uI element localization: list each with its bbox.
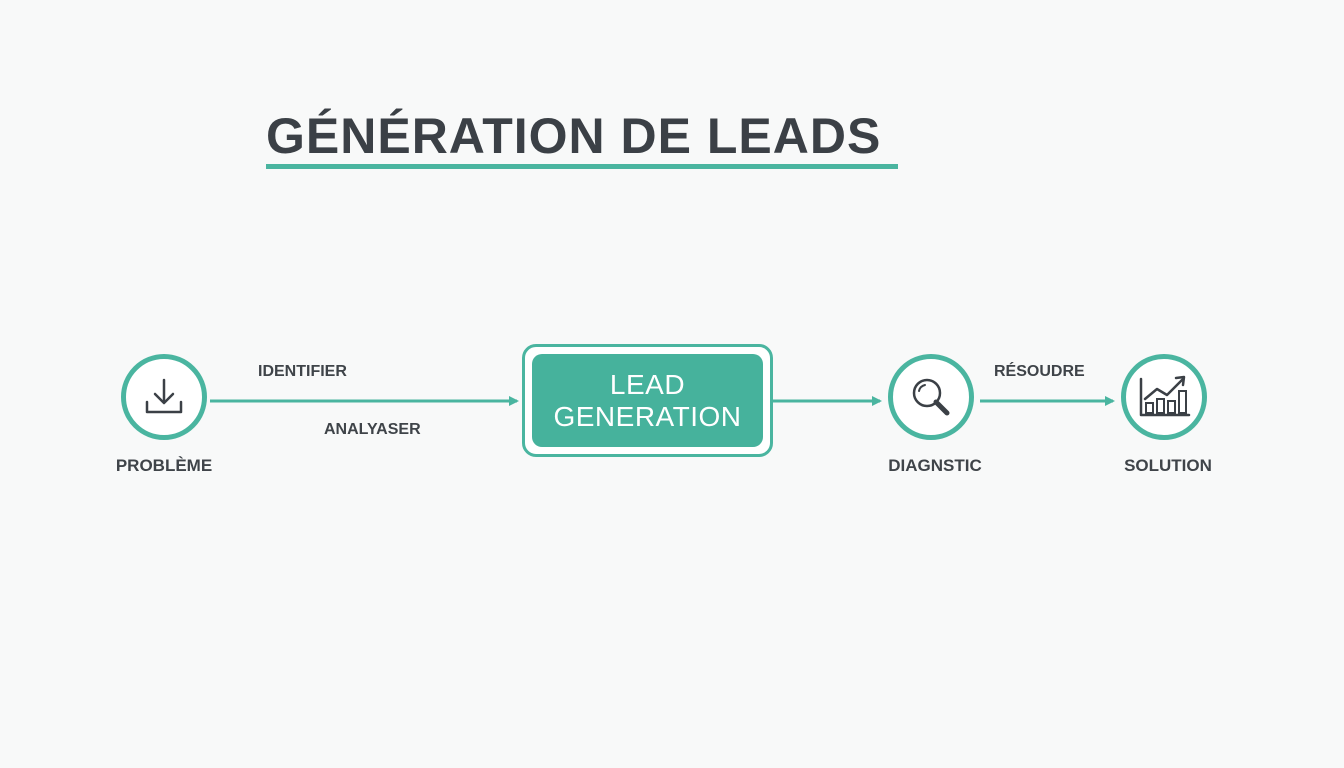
center-box-line-1: LEAD [609,368,686,400]
edge-label-identifier: IDENTIFIER [258,363,347,380]
node-probleme [121,354,207,440]
node-label-solution: SOLUTION [1124,456,1212,475]
edge-label-resoudre: RÉSOUDRE [994,363,1085,380]
node-diagnostic [888,354,974,440]
node-label-probleme: PROBLÈME [115,456,213,475]
edge-label-analyser: ANALYASER [324,421,421,438]
center-box-line-2: GENERATION [553,400,742,432]
bar-chart-growth-icon [1139,375,1191,417]
node-solution [1121,354,1207,440]
download-tray-icon [145,378,183,414]
center-box: LEAD GENERATION [532,354,763,447]
magnifier-icon [912,378,950,416]
node-label-diagnostic: DIAGNSTIC [888,456,982,475]
title-underline [266,164,898,169]
page-title: GÉNÉRATION DE LEADS [266,108,882,164]
